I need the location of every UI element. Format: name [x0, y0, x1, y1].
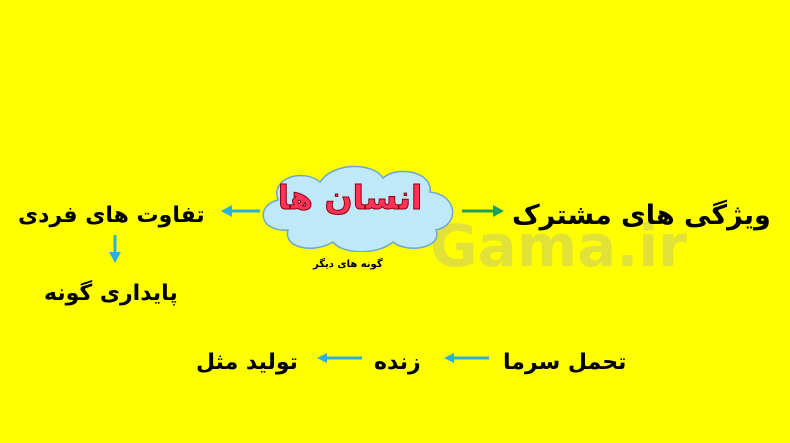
center-subtitle: گونه های دیگر	[313, 259, 383, 270]
individual-differences-label: تفاوت های فردی	[18, 203, 205, 228]
arrow-to-shared-traits	[462, 205, 504, 217]
arrow-alive-to-reproduction	[317, 353, 362, 363]
arrow-to-species-stability	[109, 235, 121, 263]
alive-label: زنده	[374, 350, 421, 375]
arrow-cold-to-alive	[444, 353, 489, 363]
shared-traits-label: ویژگی های مشترک	[512, 200, 771, 231]
arrow-to-individual-differences	[221, 205, 260, 217]
cold-tolerance-label: تحمل سرما	[503, 350, 627, 375]
center-title: انسان ها	[277, 178, 423, 218]
watermark: Gama.ir	[430, 212, 687, 280]
cloud-shape	[262, 165, 454, 252]
reproduction-label: تولید مثل	[196, 350, 298, 375]
species-stability-label: پایداری گونه	[44, 281, 178, 306]
